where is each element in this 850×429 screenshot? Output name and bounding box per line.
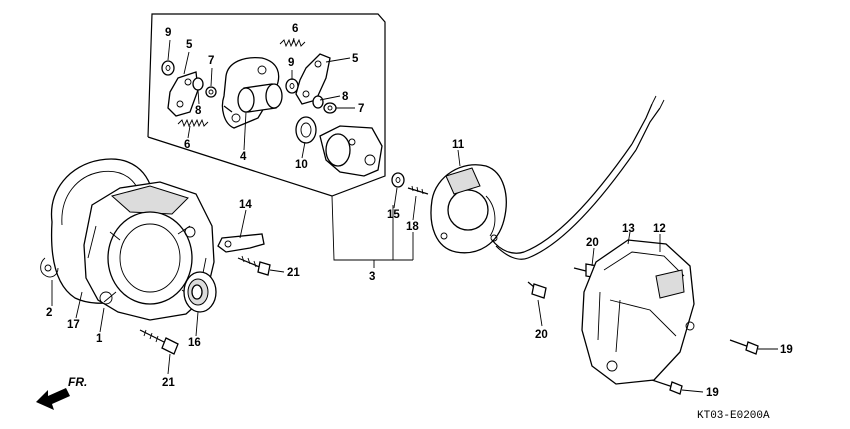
- callout-20-lower: 20: [535, 329, 548, 341]
- part-bracket: [217, 233, 265, 253]
- callout-12: 12: [653, 223, 666, 235]
- screw-19-upper: [729, 339, 759, 355]
- callout-10: 10: [295, 159, 308, 171]
- part-weight-5-left: [167, 71, 199, 117]
- callout-8-left: 8: [195, 105, 202, 117]
- part-washer-9-left: [161, 60, 175, 76]
- part-side-cover-12: [581, 239, 695, 385]
- callout-7-right: 7: [358, 103, 364, 115]
- part-nut-7-right: [323, 102, 337, 114]
- callout-11: 11: [452, 139, 465, 151]
- callout-3: 3: [369, 271, 375, 283]
- part-collar-8-right: [312, 95, 324, 109]
- direction-label: FR.: [68, 375, 87, 389]
- callout-labels: 9 5 7 8 6 6 9 5 8 7 4 10 11 15 18 3 14 2…: [46, 23, 793, 399]
- arrow-icon: [36, 388, 70, 410]
- part-washer-9-right: [285, 78, 299, 94]
- part-weight-5-right: [295, 53, 331, 105]
- leader-lines: [51, 37, 778, 393]
- callout-9-right: 9: [288, 57, 294, 69]
- callout-1: 1: [96, 333, 103, 345]
- callout-9-left: 9: [165, 27, 171, 39]
- bolt-21-lower: [139, 329, 179, 355]
- part-plate-4: [221, 56, 283, 129]
- callout-17: 17: [67, 319, 80, 331]
- part-nut-7-left: [205, 86, 217, 98]
- callout-6-top: 6: [292, 23, 298, 35]
- diagram-code: KT03-E0200A: [697, 410, 770, 422]
- callout-21-lower: 21: [162, 377, 175, 389]
- callout-7-left: 7: [208, 55, 214, 67]
- part-washer-10: [295, 116, 317, 144]
- callout-14: 14: [239, 199, 252, 211]
- callout-19-lower: 19: [706, 387, 719, 399]
- part-spring-6-left: [177, 118, 209, 128]
- callout-5-left: 5: [186, 39, 193, 51]
- part-pulser-11: [430, 164, 507, 254]
- front-direction-arrow: FR.: [36, 375, 87, 410]
- callout-8-right: 8: [342, 91, 349, 103]
- callout-2: 2: [46, 307, 52, 319]
- part-rotor-housing: [319, 125, 383, 177]
- callout-20-upper: 20: [586, 237, 599, 249]
- part-case-cover: [83, 181, 215, 321]
- callout-21-upper: 21: [287, 267, 300, 279]
- callout-19-upper: 19: [780, 344, 793, 356]
- callout-15: 15: [387, 209, 400, 221]
- callout-13: 13: [622, 223, 635, 235]
- group-bracket: [147, 13, 414, 268]
- bolt-18: [407, 185, 429, 195]
- bolt-21-upper: [237, 255, 271, 276]
- part-collar-8-left: [192, 77, 204, 91]
- callout-4: 4: [240, 151, 247, 163]
- screw-19-lower: [651, 379, 683, 395]
- part-oil-seal: [183, 271, 217, 313]
- bolt-20-lower: [527, 281, 547, 299]
- callout-16: 16: [188, 337, 201, 349]
- washer-15: [391, 172, 405, 188]
- callout-18: 18: [406, 221, 419, 233]
- callout-6-left: 6: [184, 139, 190, 151]
- callout-5-right: 5: [352, 53, 359, 65]
- wire-harness: [491, 95, 665, 260]
